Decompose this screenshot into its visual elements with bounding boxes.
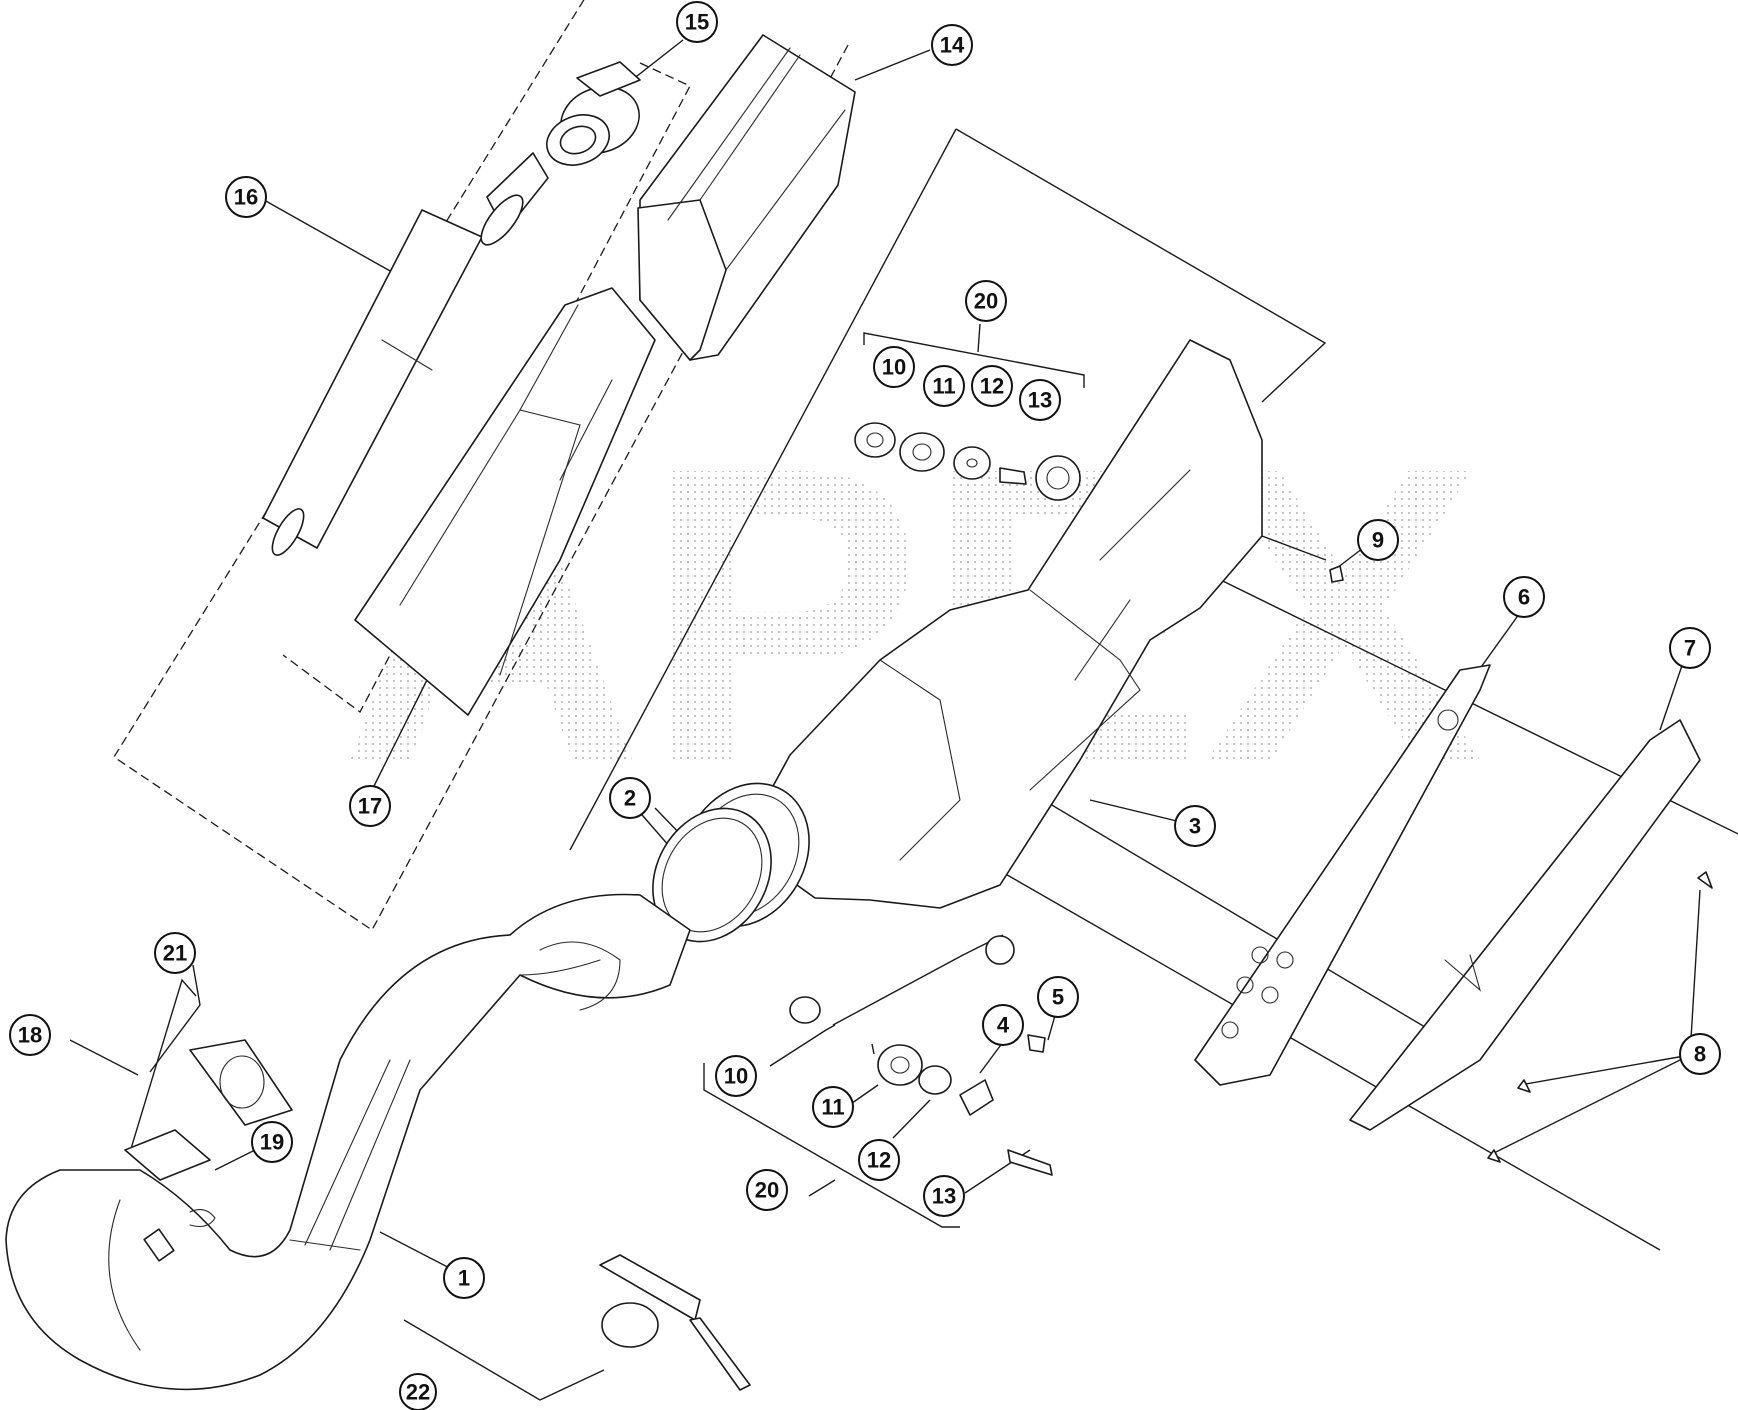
svg-text:16: 16 — [234, 185, 258, 210]
callout-13b[interactable]: 13 — [923, 1175, 965, 1217]
svg-text:14: 14 — [940, 33, 965, 58]
svg-text:8: 8 — [1694, 1042, 1706, 1067]
muffler-sleeve-17 — [354, 287, 656, 716]
svg-text:3: 3 — [1189, 814, 1201, 839]
clip-19 — [189, 1209, 216, 1227]
callout-19[interactable]: 19 — [251, 1121, 293, 1163]
callouts: 1 2 3 4 5 6 7 8 9 10 10 11 11 12 12 13 1… — [9, 1, 1721, 1410]
header-pipe-1 — [5, 893, 691, 1391]
callout-2[interactable]: 2 — [609, 777, 651, 819]
callout-3[interactable]: 3 — [1174, 805, 1216, 847]
muffler-body-3 — [759, 339, 1263, 965]
bushing-15 — [546, 61, 641, 166]
svg-text:21: 21 — [163, 941, 187, 966]
callout-10a[interactable]: 10 — [873, 346, 915, 388]
heat-shield-6 — [1194, 664, 1491, 1086]
callout-7[interactable]: 7 — [1669, 627, 1711, 669]
svg-text:5: 5 — [1052, 985, 1064, 1010]
svg-text:19: 19 — [260, 1130, 284, 1155]
svg-text:18: 18 — [18, 1023, 42, 1048]
callout-5[interactable]: 5 — [1037, 976, 1079, 1018]
callout-11b[interactable]: 11 — [812, 1086, 854, 1128]
callout-11a[interactable]: 11 — [923, 365, 965, 407]
callout-14[interactable]: 14 — [931, 24, 973, 66]
tail-pipe-16 — [262, 152, 549, 556]
callout-12a[interactable]: 12 — [971, 365, 1013, 407]
svg-text:9: 9 — [1372, 528, 1384, 553]
svg-text:10: 10 — [882, 355, 906, 380]
svg-text:22: 22 — [406, 1380, 430, 1405]
gaskets-2 — [652, 782, 810, 943]
svg-text:7: 7 — [1684, 636, 1696, 661]
svg-text:15: 15 — [685, 10, 709, 35]
svg-text:1: 1 — [458, 1266, 470, 1291]
svg-text:13: 13 — [1028, 388, 1052, 413]
callout-13a[interactable]: 13 — [1019, 379, 1061, 421]
callout-18[interactable]: 18 — [9, 1014, 51, 1056]
callout-16[interactable]: 16 — [225, 176, 267, 218]
flange-gasket-21 — [189, 1039, 293, 1126]
svg-text:11: 11 — [821, 1095, 844, 1120]
callout-21[interactable]: 21 — [154, 932, 196, 974]
flange-18 — [124, 1129, 211, 1262]
heat-shield-cover-7 — [1349, 719, 1701, 1131]
svg-text:11: 11 — [932, 374, 955, 399]
hardware-bottom — [789, 871, 1713, 1176]
callout-4[interactable]: 4 — [982, 1004, 1024, 1046]
callout-15[interactable]: 15 — [676, 1, 718, 43]
callout-22[interactable]: 22 — [399, 1373, 437, 1410]
svg-text:12: 12 — [867, 1148, 891, 1173]
hardware-top — [854, 422, 1344, 583]
svg-text:13: 13 — [932, 1184, 956, 1209]
callout-6[interactable]: 6 — [1503, 576, 1545, 618]
callout-17[interactable]: 17 — [349, 785, 391, 827]
svg-text:17: 17 — [358, 794, 382, 819]
callout-20b[interactable]: 20 — [746, 1169, 788, 1211]
callout-1[interactable]: 1 — [443, 1257, 485, 1299]
callout-8[interactable]: 8 — [1679, 1033, 1721, 1075]
sensor-22 — [599, 1254, 751, 1391]
callout-12b[interactable]: 12 — [858, 1139, 900, 1181]
svg-text:12: 12 — [980, 374, 1004, 399]
callout-10b[interactable]: 10 — [715, 1055, 757, 1097]
end-cap-14 — [637, 34, 856, 361]
callout-9[interactable]: 9 — [1357, 519, 1399, 561]
svg-text:20: 20 — [974, 289, 998, 314]
svg-text:20: 20 — [755, 1178, 779, 1203]
callout-20a[interactable]: 20 — [965, 280, 1007, 322]
svg-text:2: 2 — [624, 786, 636, 811]
svg-text:10: 10 — [724, 1064, 748, 1089]
svg-text:4: 4 — [997, 1013, 1010, 1038]
svg-text:6: 6 — [1518, 585, 1530, 610]
